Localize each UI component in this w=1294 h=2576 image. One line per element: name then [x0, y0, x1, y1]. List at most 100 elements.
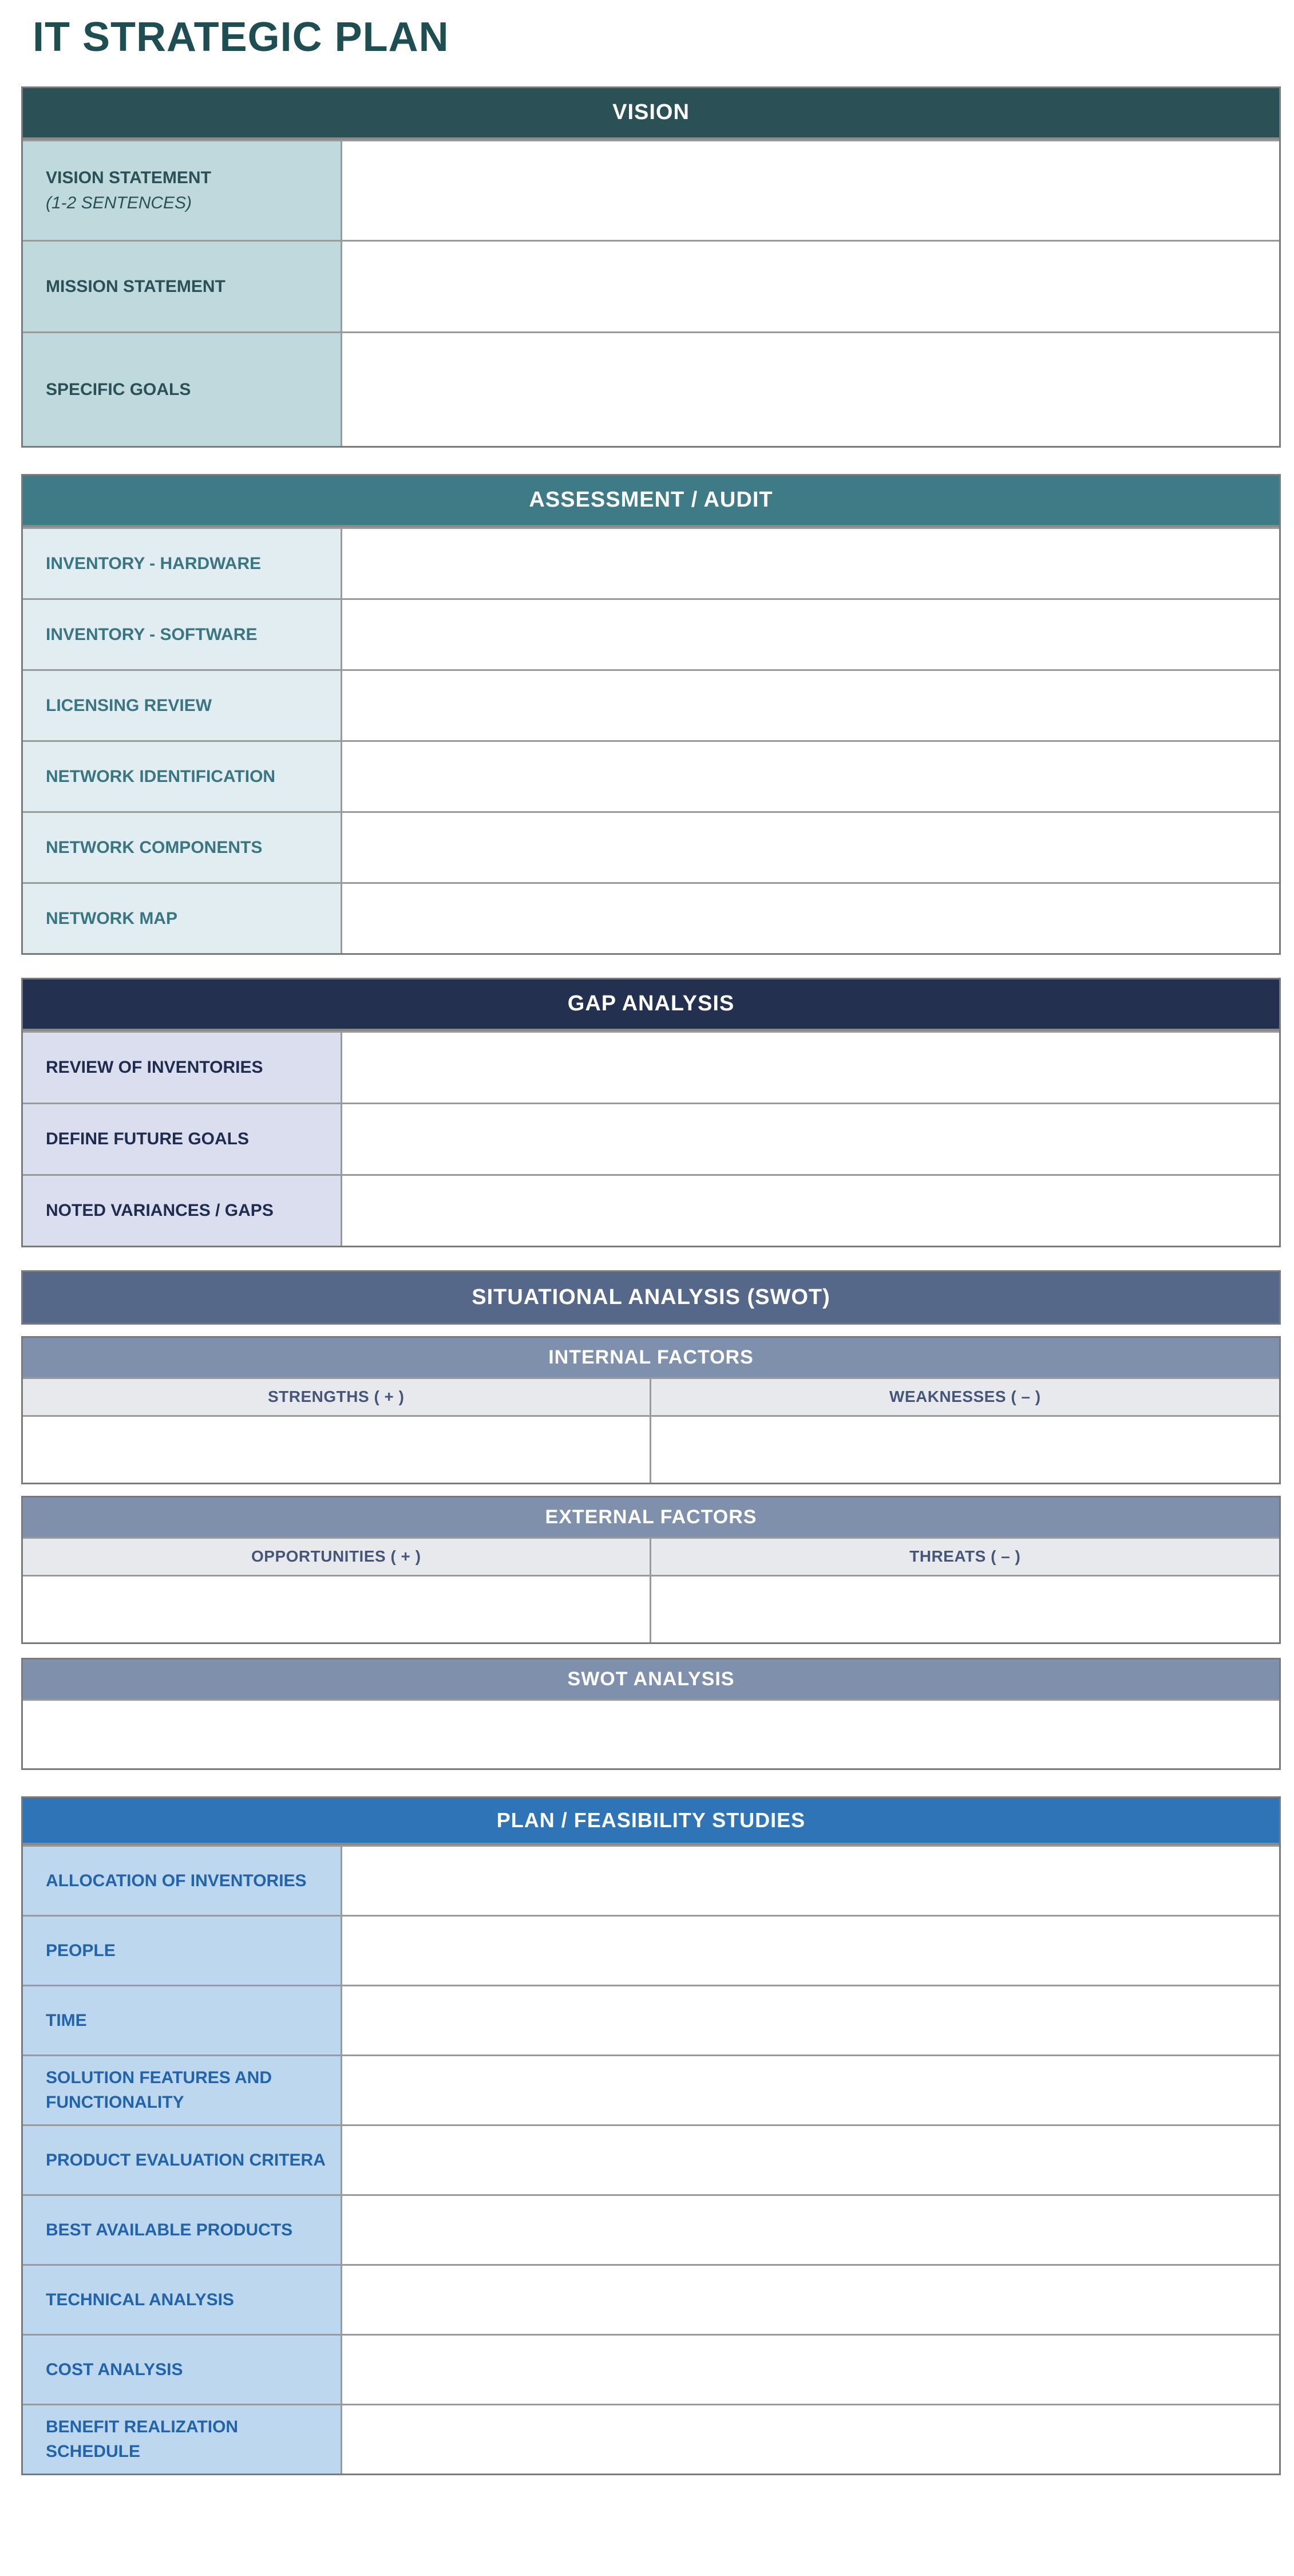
- situational-analysis-title: SITUATIONAL ANALYSIS (SWOT): [23, 1271, 1279, 1323]
- define-future-goals-value-cell[interactable]: [342, 1104, 1279, 1174]
- table-row: TIME: [23, 1984, 1279, 2055]
- opportunities-column-header: OPPORTUNITIES ( + ): [23, 1538, 651, 1575]
- plan-section-header: PLAN / FEASIBILITY STUDIES: [23, 1797, 1279, 1845]
- table-row: BEST AVAILABLE PRODUCTS: [23, 2194, 1279, 2264]
- benefit-realization-schedule-value-cell[interactable]: [342, 2405, 1279, 2474]
- table-row: REVIEW OF INVENTORIES: [23, 1030, 1279, 1103]
- table-row: LICENSING REVIEW: [23, 669, 1279, 740]
- specific-goals-value-cell[interactable]: [342, 333, 1279, 446]
- row-label: REVIEW OF INVENTORIES: [46, 1058, 263, 1077]
- table-row: ALLOCATION OF INVENTORIES: [23, 1844, 1279, 1915]
- opportunities-value-cell[interactable]: [23, 1576, 651, 1642]
- vision-statement-label-cell: VISION STATEMENT (1-2 SENTENCES): [23, 141, 342, 240]
- swot-analysis-block: SWOT ANALYSIS: [21, 1657, 1281, 1770]
- row-label: DEFINE FUTURE GOALS: [46, 1129, 250, 1149]
- external-factors-block: EXTERNAL FACTORS OPPORTUNITIES ( + ) THR…: [21, 1495, 1281, 1644]
- swot-analysis-value-cell[interactable]: [23, 1698, 1279, 1768]
- table-row: NETWORK IDENTIFICATION: [23, 740, 1279, 811]
- row-label: NETWORK MAP: [46, 908, 177, 928]
- table-row: COST ANALYSIS: [23, 2333, 1279, 2404]
- review-of-inventories-label-cell: REVIEW OF INVENTORIES: [23, 1032, 342, 1103]
- time-value-cell[interactable]: [342, 1986, 1279, 2055]
- specific-goals-label-cell: SPECIFIC GOALS: [23, 333, 342, 446]
- swot-analysis-header: SWOT ANALYSIS: [23, 1659, 1279, 1699]
- table-row: SPECIFIC GOALS: [23, 331, 1279, 446]
- cost-analysis-value-cell[interactable]: [342, 2335, 1279, 2404]
- best-available-products-value-cell[interactable]: [342, 2195, 1279, 2264]
- inventory-hardware-value-cell[interactable]: [342, 528, 1279, 598]
- row-label: NETWORK COMPONENTS: [46, 837, 263, 857]
- external-factors-cells: [23, 1574, 1279, 1642]
- technical-analysis-value-cell[interactable]: [342, 2265, 1279, 2334]
- allocation-of-inventories-label-cell: ALLOCATION OF INVENTORIES: [23, 1846, 342, 1915]
- inventory-software-value-cell[interactable]: [342, 599, 1279, 669]
- strengths-value-cell[interactable]: [23, 1416, 651, 1483]
- external-factors-column-headers: OPPORTUNITIES ( + ) THREATS ( – ): [23, 1536, 1279, 1575]
- row-label: COST ANALYSIS: [46, 2360, 183, 2379]
- time-label-cell: TIME: [23, 1986, 342, 2055]
- best-available-products-label-cell: BEST AVAILABLE PRODUCTS: [23, 2195, 342, 2264]
- network-identification-value-cell[interactable]: [342, 741, 1279, 811]
- people-label-cell: PEOPLE: [23, 1916, 342, 1985]
- assessment-section-header: ASSESSMENT / AUDIT: [23, 475, 1279, 527]
- row-label: INVENTORY - SOFTWARE: [46, 625, 258, 644]
- row-label: TIME: [46, 2010, 87, 2030]
- network-map-label-cell: NETWORK MAP: [23, 883, 342, 953]
- define-future-goals-label-cell: DEFINE FUTURE GOALS: [23, 1104, 342, 1174]
- threats-value-cell[interactable]: [651, 1576, 1279, 1642]
- row-label: PEOPLE: [46, 1941, 116, 1960]
- internal-factors-block: INTERNAL FACTORS STRENGTHS ( + ) WEAKNES…: [21, 1336, 1281, 1484]
- table-row: INVENTORY - HARDWARE: [23, 527, 1279, 598]
- table-row: NETWORK COMPONENTS: [23, 811, 1279, 882]
- benefit-realization-schedule-label-cell: BENEFIT REALIZATION SCHEDULE: [23, 2405, 342, 2474]
- table-row: TECHNICAL ANALYSIS: [23, 2263, 1279, 2334]
- row-label: NETWORK IDENTIFICATION: [46, 767, 276, 786]
- table-row: PRODUCT EVALUATION CRITERA: [23, 2124, 1279, 2194]
- mission-statement-value-cell[interactable]: [342, 241, 1279, 331]
- noted-variances-gaps-value-cell[interactable]: [342, 1175, 1279, 1246]
- table-row: PEOPLE: [23, 1914, 1279, 1985]
- row-label: SOLUTION FEATURES AND FUNCTIONALITY: [46, 2068, 272, 2112]
- table-row: BENEFIT REALIZATION SCHEDULE: [23, 2403, 1279, 2474]
- row-label: BEST AVAILABLE PRODUCTS: [46, 2220, 293, 2239]
- row-label: PRODUCT EVALUATION CRITERA: [46, 2150, 326, 2170]
- gap-analysis-section: GAP ANALYSIS REVIEW OF INVENTORIES DEFIN…: [21, 977, 1281, 1247]
- table-row: NETWORK MAP: [23, 882, 1279, 953]
- internal-factors-column-headers: STRENGTHS ( + ) WEAKNESSES ( – ): [23, 1377, 1279, 1415]
- solution-features-label-cell: SOLUTION FEATURES AND FUNCTIONALITY: [23, 2056, 342, 2124]
- product-evaluation-criteria-label-cell: PRODUCT EVALUATION CRITERA: [23, 2125, 342, 2194]
- licensing-review-value-cell[interactable]: [342, 670, 1279, 740]
- allocation-of-inventories-value-cell[interactable]: [342, 1846, 1279, 1915]
- threats-column-header: THREATS ( – ): [651, 1538, 1279, 1575]
- row-label: MISSION STATEMENT: [46, 276, 225, 296]
- solution-features-value-cell[interactable]: [342, 2056, 1279, 2124]
- network-map-value-cell[interactable]: [342, 883, 1279, 953]
- vision-statement-value-cell[interactable]: [342, 141, 1279, 240]
- licensing-review-label-cell: LICENSING REVIEW: [23, 670, 342, 740]
- strengths-column-header: STRENGTHS ( + ): [23, 1378, 651, 1415]
- review-of-inventories-value-cell[interactable]: [342, 1032, 1279, 1103]
- internal-factors-cells: [23, 1415, 1279, 1483]
- row-label: TECHNICAL ANALYSIS: [46, 2290, 234, 2309]
- people-value-cell[interactable]: [342, 1916, 1279, 1985]
- cost-analysis-label-cell: COST ANALYSIS: [23, 2335, 342, 2404]
- row-label: ALLOCATION OF INVENTORIES: [46, 1871, 307, 1890]
- table-row: SOLUTION FEATURES AND FUNCTIONALITY: [23, 2054, 1279, 2124]
- table-row: MISSION STATEMENT: [23, 239, 1279, 331]
- weaknesses-value-cell[interactable]: [651, 1416, 1279, 1483]
- product-evaluation-criteria-value-cell[interactable]: [342, 2125, 1279, 2194]
- row-label-note: (1-2 SENTENCES): [46, 193, 192, 212]
- vision-section: VISION VISION STATEMENT (1-2 SENTENCES) …: [21, 86, 1281, 448]
- weaknesses-column-header: WEAKNESSES ( – ): [651, 1378, 1279, 1415]
- network-components-value-cell[interactable]: [342, 812, 1279, 882]
- internal-factors-header: INTERNAL FACTORS: [23, 1337, 1279, 1377]
- mission-statement-label-cell: MISSION STATEMENT: [23, 241, 342, 331]
- table-row: INVENTORY - SOFTWARE: [23, 598, 1279, 669]
- inventory-software-label-cell: INVENTORY - SOFTWARE: [23, 599, 342, 669]
- table-row: NOTED VARIANCES / GAPS: [23, 1174, 1279, 1246]
- gap-analysis-section-header: GAP ANALYSIS: [23, 979, 1279, 1031]
- row-label: LICENSING REVIEW: [46, 696, 212, 715]
- row-label: BENEFIT REALIZATION SCHEDULE: [46, 2417, 239, 2462]
- vision-section-header: VISION: [23, 88, 1279, 140]
- row-label: INVENTORY - HARDWARE: [46, 554, 262, 573]
